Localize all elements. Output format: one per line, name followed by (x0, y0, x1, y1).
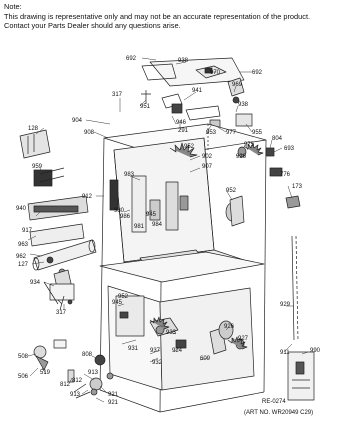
callout-173: 173 (292, 184, 303, 190)
callout-959: 959 (32, 164, 43, 170)
callout-945: 945 (112, 300, 123, 306)
callout-812: 812 (60, 382, 71, 388)
callout-946: 946 (176, 120, 187, 126)
callout-776: 776 (280, 172, 291, 178)
callout-952: 952 (226, 188, 237, 194)
callout-940: 940 (16, 206, 27, 212)
note-line-2: Contact your Parts Dealer should any que… (4, 21, 181, 31)
disclaimer-note: Note: This drawing is representative onl… (4, 2, 310, 31)
right-side-parts (229, 167, 315, 401)
art-number: (ART NO. WR20949 C29) (244, 410, 313, 416)
callout-labels: 692 938 970 692 969 317 941 938 951 946 904 955 291 9… (16, 56, 321, 406)
callout-951: 951 (140, 104, 151, 110)
callout-291: 291 (178, 128, 189, 134)
callout-977: 977 (226, 130, 237, 136)
note-line-1: This drawing is representative only and … (4, 11, 311, 21)
callout-963: 963 (18, 242, 29, 248)
callout-693: 693 (284, 146, 295, 152)
refrigerator-cabinet (99, 123, 275, 413)
callout-911: 911 (280, 350, 290, 356)
callout-980: 980 (114, 208, 125, 214)
leader-lines (27, 57, 309, 403)
note-heading: Note: (4, 2, 22, 11)
callout-812: 812 (72, 378, 83, 384)
callout-924: 924 (172, 348, 183, 354)
callout-808: 808 (82, 352, 93, 358)
callout-908: 908 (84, 130, 95, 136)
callout-904: 904 (72, 118, 83, 124)
callout-317: 317 (112, 92, 123, 98)
callout-932: 932 (152, 360, 163, 366)
callout-990: 990 (310, 348, 321, 354)
callout-508: 508 (18, 354, 29, 360)
callout-937: 937 (150, 348, 161, 354)
callout-938: 938 (238, 102, 249, 108)
callout-913: 913 (88, 370, 99, 376)
callout-931: 931 (128, 346, 139, 352)
callout-929: 929 (280, 302, 291, 308)
callout-128: 128 (28, 126, 39, 132)
callout-952: 952 (184, 144, 195, 150)
callout-955: 955 (252, 130, 263, 136)
callout-926: 926 (236, 154, 247, 160)
callout-983: 983 (124, 172, 135, 178)
callout-975: 975 (244, 142, 255, 148)
callout-692: 692 (252, 70, 263, 76)
callout-902: 902 (202, 154, 213, 160)
callout-986: 986 (120, 214, 131, 220)
bottom-left-parts (33, 339, 114, 399)
callout-962: 962 (16, 254, 27, 260)
callout-970: 970 (210, 70, 221, 76)
callout-506: 506 (18, 374, 29, 380)
callout-913: 913 (70, 392, 81, 398)
reference-code: RE-0274 (262, 399, 286, 405)
callout-934: 934 (30, 280, 41, 286)
callout-317: 317 (56, 310, 67, 316)
callout-804: 804 (272, 136, 283, 142)
callout-953: 953 (206, 130, 217, 136)
left-side-parts (19, 129, 97, 311)
callout-127: 127 (18, 262, 29, 268)
callout-984: 984 (152, 222, 163, 228)
callout-609: 609 (200, 356, 211, 362)
callout-692: 692 (126, 56, 137, 62)
callout-927: 927 (238, 336, 249, 342)
callout-921: 921 (108, 400, 119, 406)
callout-981: 981 (134, 224, 145, 230)
callout-921: 921 (108, 392, 119, 398)
callout-945: 945 (146, 212, 157, 218)
callout-969: 969 (232, 82, 243, 88)
callout-926: 926 (224, 324, 235, 330)
callout-938: 938 (178, 58, 189, 64)
top-cover-assembly (141, 57, 253, 129)
callout-952: 952 (118, 294, 129, 300)
callout-941: 941 (192, 88, 203, 94)
callout-933: 933 (166, 330, 177, 336)
callout-519: 519 (40, 370, 51, 376)
callout-907: 907 (202, 164, 213, 170)
callout-912: 912 (82, 194, 93, 200)
callout-917: 917 (22, 228, 33, 234)
